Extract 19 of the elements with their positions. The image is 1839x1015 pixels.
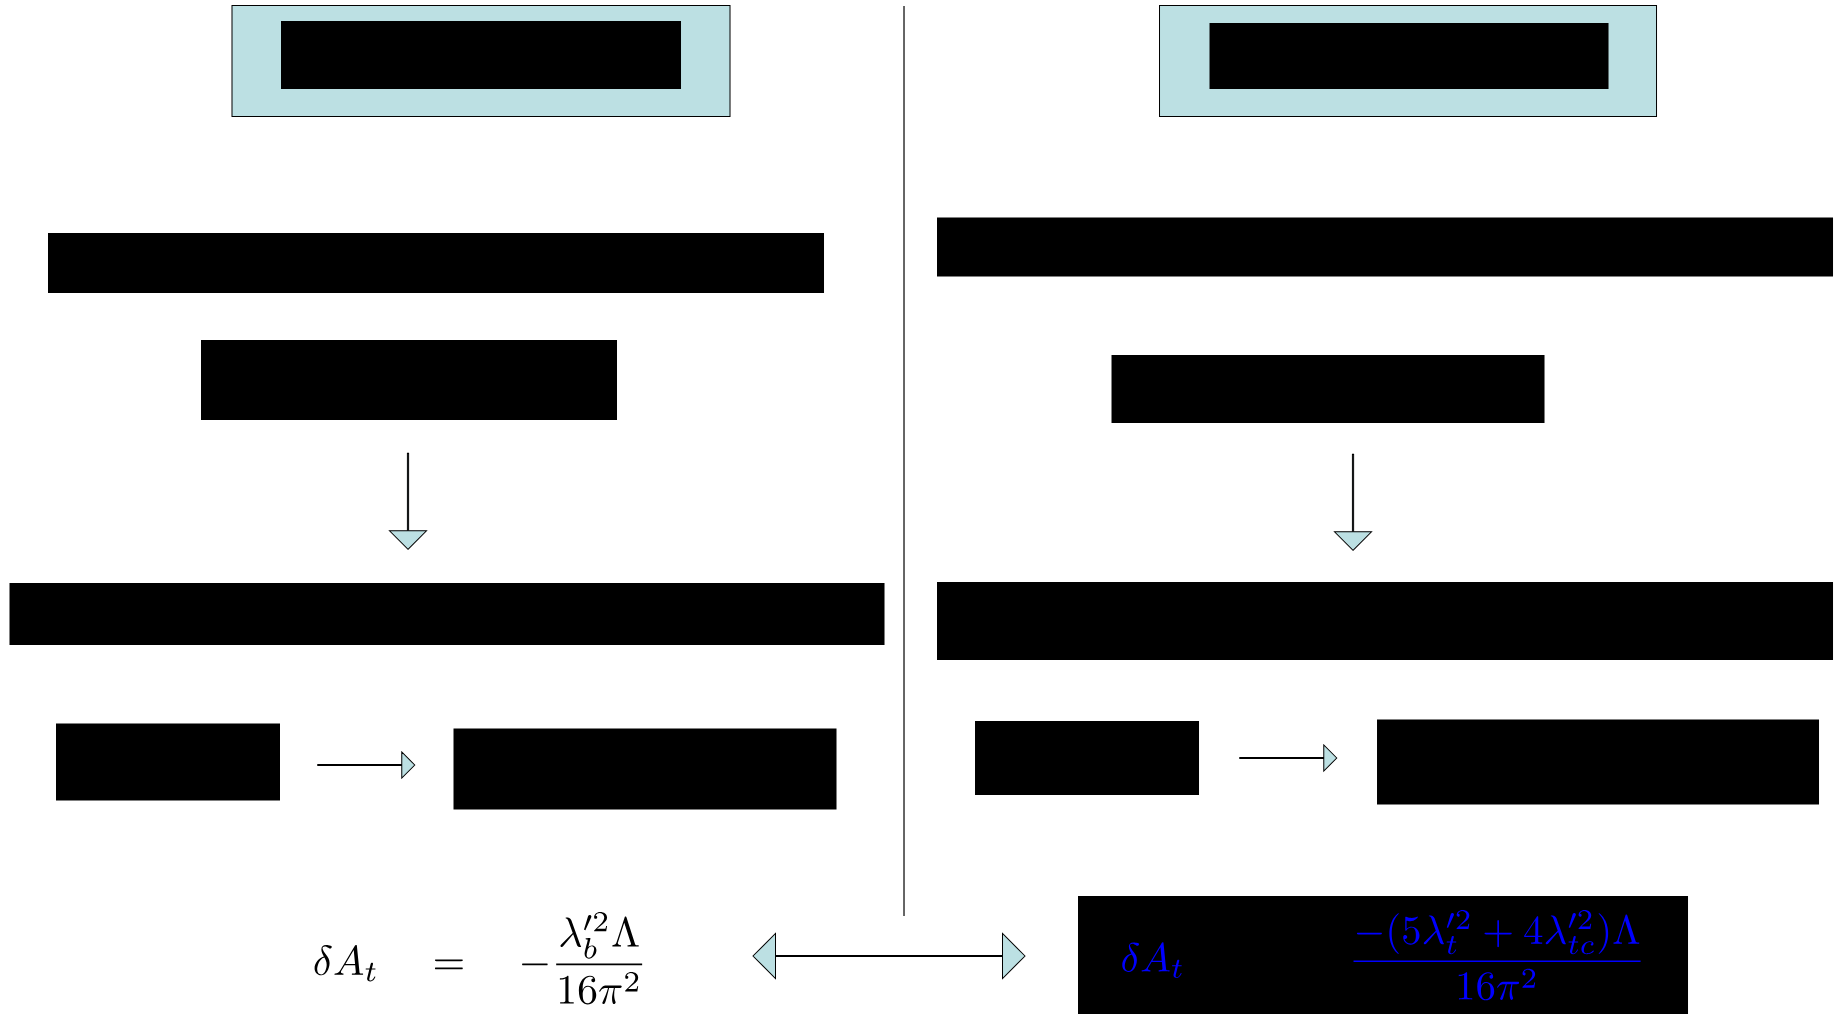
redacted-block <box>937 217 1834 277</box>
block-arrow <box>389 452 427 550</box>
redacted-block <box>453 728 837 810</box>
redacted-block <box>201 340 617 420</box>
redacted-block <box>1111 355 1545 423</box>
redacted-block <box>48 233 824 293</box>
formula-box: $\delta A_t \qquad\qquad \frac{-(5\lambda_t'^2+4\lambda_{tc}'^2)\Lambda}{16\pi^2}$ <box>1078 896 1688 1014</box>
block-arrow <box>1239 744 1338 772</box>
block-arrow <box>752 933 1026 979</box>
block-arrow <box>1334 453 1372 551</box>
redacted-block <box>56 723 280 801</box>
redacted-block <box>937 582 1834 660</box>
redacted-block <box>1209 23 1609 89</box>
redacted-block <box>975 721 1199 795</box>
redacted-block <box>1377 719 1819 805</box>
redacted-block <box>281 21 681 89</box>
formula: $\delta A_t \quad = \quad -\frac{\lambda_b'^2\Lambda}{16\pi^2}$ <box>314 911 643 1005</box>
block-arrow <box>317 751 416 779</box>
redacted-block <box>9 583 885 645</box>
